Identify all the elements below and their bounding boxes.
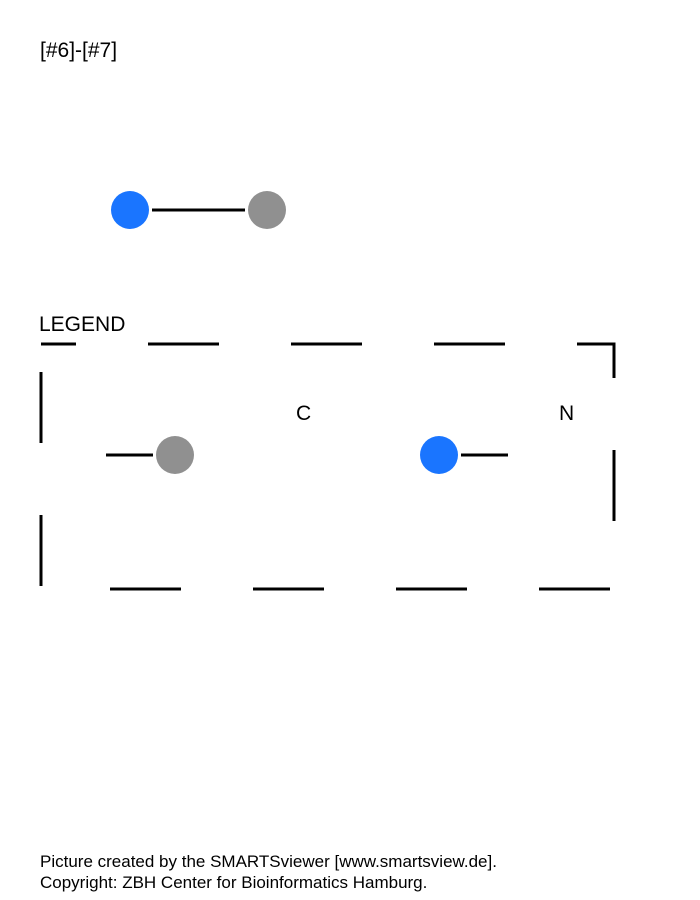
- smarts-pattern-title: [#6]-[#7]: [40, 39, 118, 62]
- legend-title: LEGEND: [39, 313, 126, 336]
- legend-atom-n: [420, 436, 458, 474]
- legend-atom-c: [156, 436, 194, 474]
- legend-label-c: C: [296, 402, 312, 425]
- footer-line-created-by: Picture created by the SMARTSviewer [www…: [40, 852, 497, 871]
- footer-credits: Picture created by the SMARTSviewer [www…: [40, 851, 497, 893]
- legend-label-n: N: [559, 402, 575, 425]
- legend-frame: [39, 342, 616, 591]
- footer-line-copyright: Copyright: ZBH Center for Bioinformatics…: [40, 873, 428, 892]
- atom-c: [248, 191, 286, 229]
- atom-n: [111, 191, 149, 229]
